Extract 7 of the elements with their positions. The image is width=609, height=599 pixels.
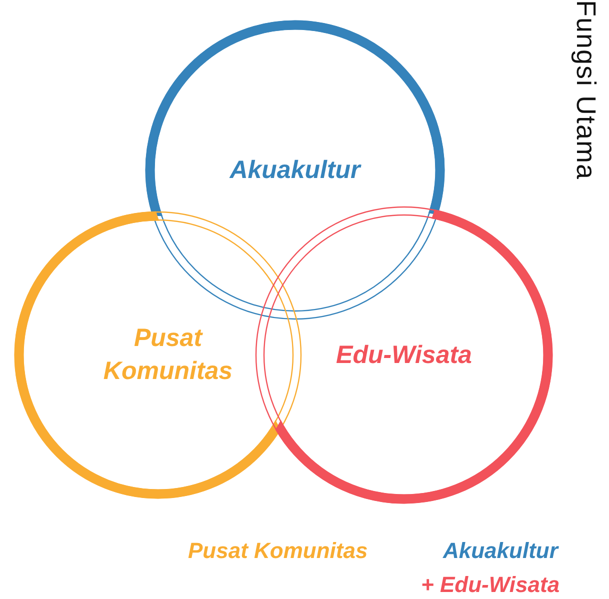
title: Fungsi Utama — [570, 0, 601, 180]
circle-label: Edu-Wisata — [335, 340, 473, 371]
circle-label: Akuakultur — [228, 155, 362, 186]
legend-text: Akuakultur — [443, 538, 558, 564]
legend-text: + Edu-Wisata — [421, 572, 560, 598]
circle-label: Pusat Komunitas — [102, 323, 234, 387]
legend-text: Pusat Komunitas — [188, 538, 368, 564]
